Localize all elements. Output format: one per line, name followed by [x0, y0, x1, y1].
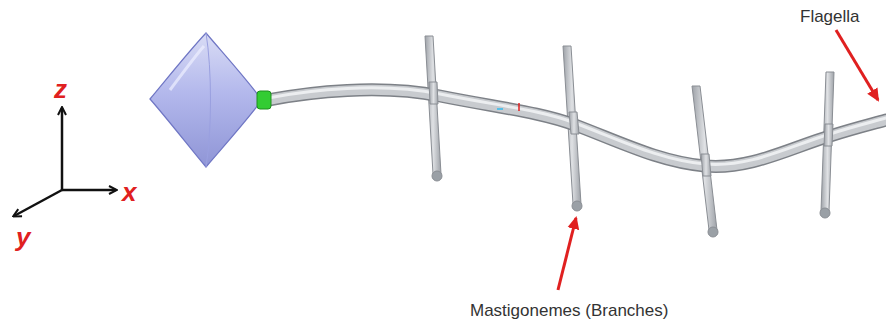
callout-label: Mastigonemes (Branches): [470, 302, 668, 319]
marker-tick: [497, 108, 503, 110]
callout-arrow: [836, 30, 878, 100]
axis-triad: [14, 108, 116, 216]
flagellum-base: [257, 91, 271, 109]
axis-label: x: [122, 179, 136, 205]
mastigoneme-rods: [425, 36, 834, 237]
mastigoneme-joints: [429, 82, 833, 176]
axis-label: z: [54, 76, 67, 102]
axis-label: y: [16, 224, 30, 250]
marker-tick: [518, 103, 520, 111]
cell-body: [150, 33, 262, 167]
callout-label: Flagella: [800, 8, 860, 25]
flagellum-tube: [268, 88, 886, 167]
callout-arrow: [558, 218, 576, 290]
